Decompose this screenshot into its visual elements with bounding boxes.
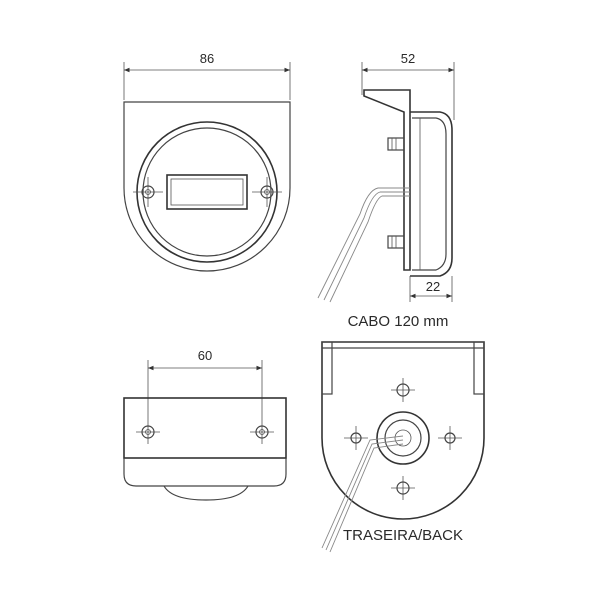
dimension-side-base: 22 [409, 276, 453, 302]
front-bracket [123, 101, 291, 272]
cable-length-caption: CABO 120 mm [348, 313, 449, 330]
side-bracket [363, 89, 411, 271]
rear-tab-left [321, 341, 333, 395]
front-display-window [166, 174, 248, 210]
side-stud-bottom [387, 235, 405, 249]
side-view: 52 22 [317, 51, 455, 303]
bottom-hole-left [136, 420, 160, 444]
rear-hole-right [438, 426, 462, 450]
bottom-view: 60 [123, 348, 287, 501]
side-stud-top [387, 137, 405, 151]
front-screw-right [252, 177, 282, 207]
rear-tab-right [473, 341, 485, 395]
front-view: 86 [123, 51, 291, 272]
dimension-side-depth-label: 52 [401, 51, 415, 66]
dimension-front-width-label: 86 [200, 51, 214, 66]
dimension-side-base-label: 22 [426, 279, 440, 294]
rear-screw-top [391, 378, 415, 402]
dimension-mount-spacing: 60 [147, 348, 263, 420]
rear-view [321, 341, 485, 553]
rear-bracket [321, 341, 485, 520]
front-screw-left [133, 177, 163, 207]
dimension-mount-spacing-label: 60 [198, 348, 212, 363]
rear-cable [321, 435, 404, 553]
rear-screw-bottom [391, 476, 415, 500]
bottom-lens-dome [163, 485, 249, 501]
bottom-bracket-plate [123, 397, 287, 459]
rear-hole-left [344, 426, 368, 450]
rear-view-caption: TRASEIRA/BACK [343, 527, 463, 544]
rear-grommet-outer [376, 411, 430, 465]
dimension-side-depth: 52 [361, 51, 455, 120]
side-housing [410, 111, 453, 277]
side-cable [317, 187, 410, 303]
bottom-hole-right [250, 420, 274, 444]
bottom-housing [123, 458, 287, 487]
rear-grommet-inner [384, 419, 422, 457]
dimension-front-width: 86 [123, 51, 291, 100]
